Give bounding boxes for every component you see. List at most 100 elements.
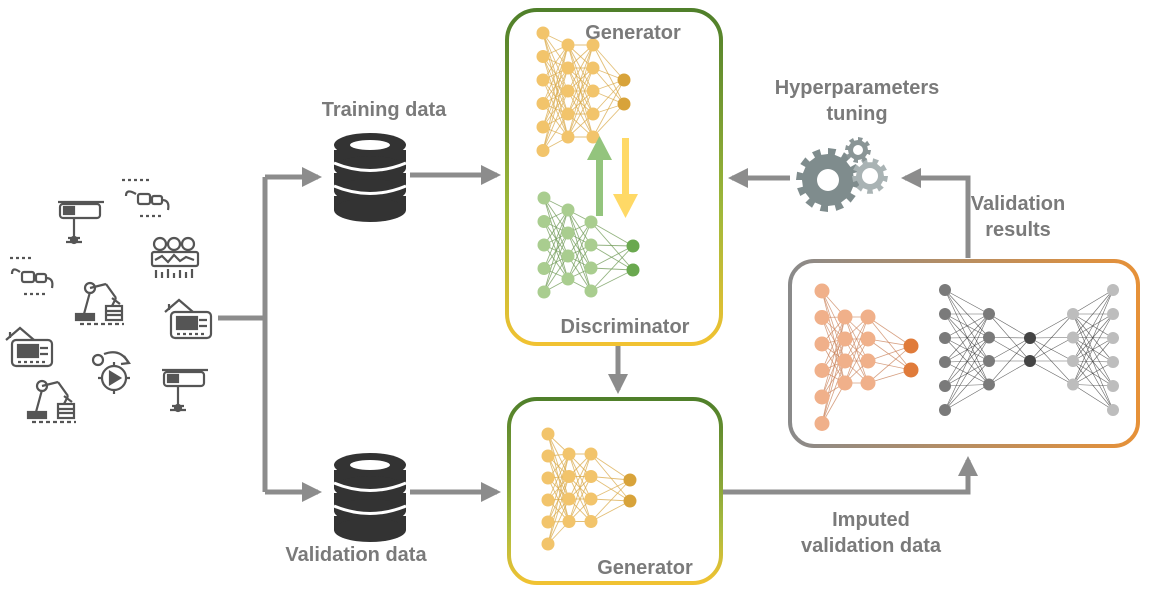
network-node bbox=[561, 272, 575, 286]
network-edge bbox=[844, 316, 869, 362]
network-edge bbox=[590, 500, 631, 522]
network-edge bbox=[567, 244, 592, 280]
gears-icon bbox=[796, 137, 888, 212]
network-edge bbox=[988, 360, 1031, 385]
network-edge bbox=[844, 316, 869, 384]
network-edge bbox=[1072, 313, 1114, 385]
network-edge bbox=[542, 44, 569, 151]
smart-thermostat-icon bbox=[164, 298, 213, 340]
down-arrow-icon bbox=[613, 138, 638, 218]
network-node bbox=[860, 309, 876, 325]
label-training-data: Training data bbox=[321, 99, 447, 121]
network-edge bbox=[542, 44, 569, 104]
network-node bbox=[537, 238, 551, 252]
network-edge bbox=[1072, 384, 1114, 411]
network-edge bbox=[944, 313, 990, 411]
network-node bbox=[586, 107, 600, 121]
network-node bbox=[1024, 355, 1036, 367]
network-edge bbox=[844, 338, 869, 384]
network-edge bbox=[547, 453, 570, 545]
network-edge bbox=[1029, 313, 1074, 362]
robotic-arm-icon bbox=[74, 281, 124, 326]
network-node bbox=[903, 338, 919, 354]
network-edge bbox=[567, 90, 594, 138]
network-node bbox=[584, 492, 598, 506]
network-node bbox=[561, 226, 575, 240]
network-edge bbox=[590, 245, 634, 292]
network-node bbox=[562, 470, 576, 483]
network-edge bbox=[590, 221, 634, 247]
network-node bbox=[562, 492, 576, 506]
network-edge bbox=[1029, 313, 1074, 339]
network-node bbox=[903, 362, 919, 378]
network-node bbox=[1067, 308, 1079, 320]
network-node bbox=[983, 308, 995, 320]
network-edge bbox=[944, 384, 990, 411]
network-node bbox=[623, 473, 637, 487]
network-node bbox=[814, 336, 830, 352]
network-node bbox=[584, 470, 598, 483]
network-node bbox=[584, 284, 598, 298]
network-node bbox=[586, 84, 600, 98]
network-edge bbox=[547, 453, 570, 523]
network-edge bbox=[542, 90, 569, 151]
network-edge bbox=[567, 67, 594, 138]
network-node bbox=[983, 378, 995, 391]
gear-hole bbox=[817, 169, 839, 191]
network-edge bbox=[592, 79, 625, 115]
gauge-panel-icon bbox=[150, 236, 200, 278]
network-node bbox=[586, 61, 600, 75]
robotic-arm-icon bbox=[26, 379, 76, 424]
network-edge bbox=[944, 313, 990, 387]
network-edge bbox=[821, 343, 846, 384]
smart-thermostat-icon bbox=[5, 326, 54, 368]
network-node bbox=[541, 427, 555, 441]
arrow-results-to-gears bbox=[901, 168, 971, 258]
network-edge bbox=[944, 313, 990, 339]
gear-hole bbox=[862, 168, 878, 184]
network-node bbox=[814, 283, 830, 299]
network-edge bbox=[590, 245, 634, 269]
network-edge bbox=[1072, 289, 1114, 338]
network-edge bbox=[543, 209, 569, 246]
network-edge bbox=[867, 345, 912, 362]
network-node bbox=[561, 107, 575, 121]
network-edge bbox=[988, 337, 1031, 339]
network-edge bbox=[590, 498, 631, 502]
network-node bbox=[939, 308, 951, 320]
network-node bbox=[537, 262, 551, 275]
iot-devices bbox=[5, 178, 213, 424]
network-edge bbox=[944, 337, 990, 411]
network-edge bbox=[867, 345, 912, 384]
network-node bbox=[837, 353, 853, 369]
network-edge bbox=[1072, 337, 1114, 385]
network-edge bbox=[821, 338, 846, 398]
network-edge bbox=[592, 44, 625, 105]
network-edge bbox=[567, 221, 592, 257]
network-edge bbox=[867, 338, 912, 371]
label-generator-bottom: Generator bbox=[597, 557, 693, 579]
network-node bbox=[837, 331, 853, 347]
network-node bbox=[837, 309, 853, 325]
network-node bbox=[584, 515, 598, 528]
network-node bbox=[623, 494, 637, 508]
network-edge bbox=[543, 209, 569, 293]
network-node bbox=[584, 261, 598, 275]
network-node bbox=[561, 249, 575, 263]
network-node bbox=[939, 356, 951, 368]
network-edge bbox=[867, 316, 912, 347]
network-edge bbox=[543, 209, 569, 269]
arrow-imputed-to-evaluator bbox=[723, 456, 978, 495]
network-edge bbox=[821, 316, 846, 398]
network-node bbox=[1107, 356, 1119, 368]
plug-connector-icon bbox=[122, 178, 170, 218]
network-node bbox=[1067, 378, 1079, 391]
network-edge bbox=[944, 289, 990, 315]
network-edge bbox=[592, 67, 625, 105]
network-node bbox=[541, 515, 555, 529]
network-node bbox=[536, 26, 550, 40]
network-node bbox=[837, 375, 853, 391]
label-discriminator: Discriminator bbox=[560, 316, 690, 338]
network-node bbox=[1107, 380, 1119, 392]
security-camera-icon bbox=[162, 368, 208, 413]
